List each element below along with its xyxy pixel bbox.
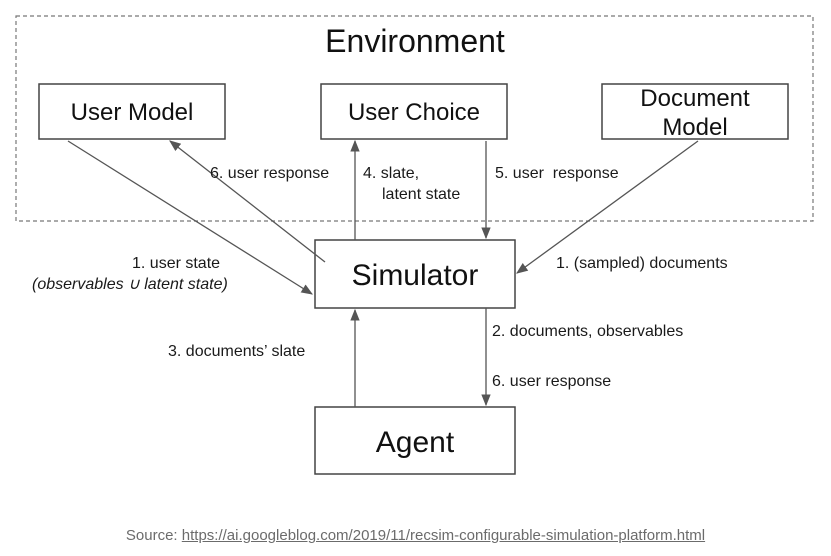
source-footer: Source: https://ai.googleblog.com/2019/1… xyxy=(0,527,831,544)
edge-sampled-documents xyxy=(516,140,699,274)
label-user-response-6-agent: 6. user response xyxy=(492,373,611,390)
environment-region xyxy=(15,15,814,222)
edge-user-state xyxy=(67,140,313,295)
user-model-node: User Model xyxy=(38,83,226,140)
agent-label: Agent xyxy=(376,426,455,459)
source-link[interactable]: https://ai.googleblog.com/2019/11/recsim… xyxy=(181,527,706,544)
label-user-state: 1. user state xyxy=(132,255,220,272)
edge-user-response-to-user-model xyxy=(169,140,326,263)
source-prefix: Source: xyxy=(125,527,182,544)
label-user-state-note: (observables ∪ latent state) xyxy=(32,276,228,293)
document-model-label-line2: Model xyxy=(662,114,727,141)
user-model-label: User Model xyxy=(71,99,194,126)
user-choice-label: User Choice xyxy=(348,99,480,126)
label-slate-latent-line2: latent state xyxy=(382,186,460,203)
simulator-node: Simulator xyxy=(314,239,516,309)
label-user-response-5: 5. user response xyxy=(495,165,619,182)
label-slate-latent-line1: 4. slate, xyxy=(363,165,419,182)
simulator-label: Simulator xyxy=(352,259,479,292)
label-sampled-documents: 1. (sampled) documents xyxy=(556,255,728,272)
document-model-label-line1: Document xyxy=(640,85,750,112)
agent-node: Agent xyxy=(314,406,516,475)
document-model-node: Document Model xyxy=(601,83,789,141)
label-documents-slate: 3. documents’ slate xyxy=(168,343,305,360)
label-user-response-6-env: 6. user response xyxy=(210,165,329,182)
label-documents-observables: 2. documents, observables xyxy=(492,323,683,340)
recsim-diagram: Environment User Model User Choice Docum… xyxy=(15,15,814,475)
environment-title: Environment xyxy=(325,23,505,59)
user-choice-node: User Choice xyxy=(320,83,508,140)
